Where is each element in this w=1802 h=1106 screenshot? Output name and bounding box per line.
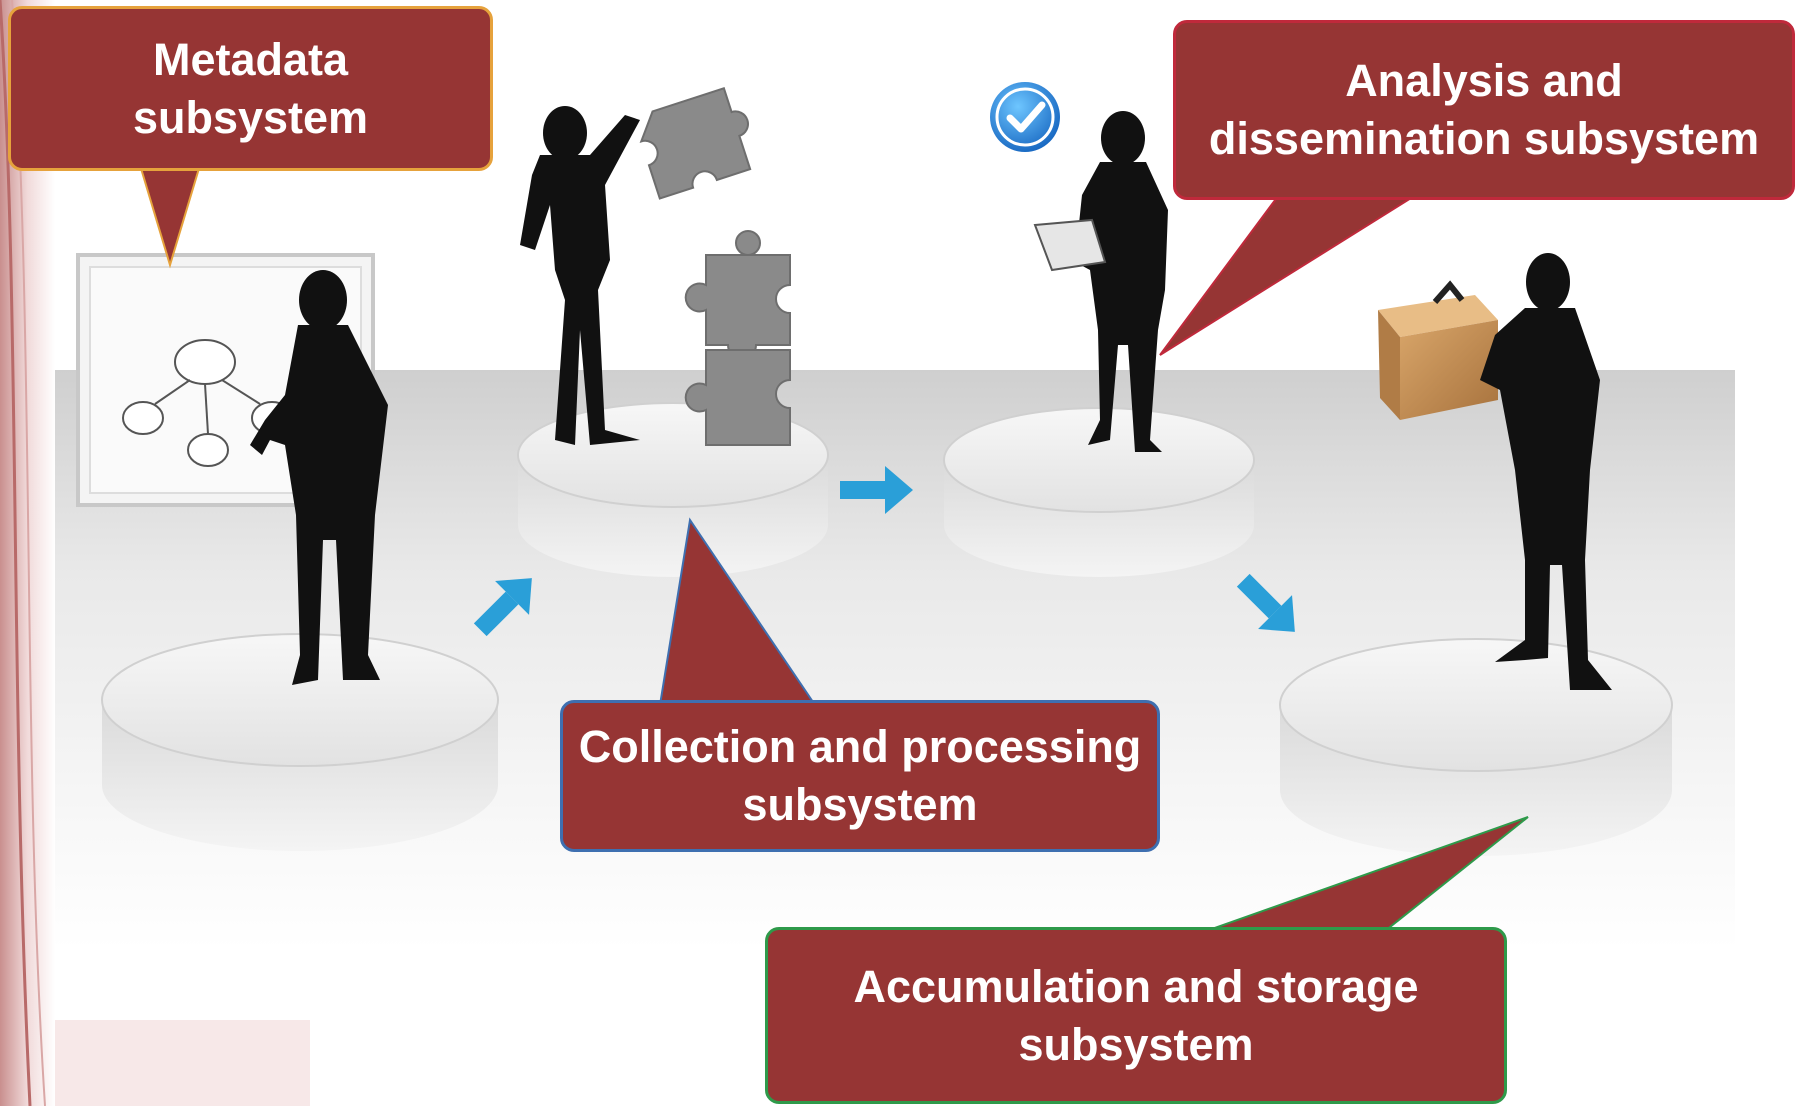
metadata-callout-line2: subsystem bbox=[132, 91, 369, 143]
accumulation-callout-line2: subsystem bbox=[1018, 1018, 1254, 1070]
puzzle-builder-silhouette bbox=[520, 106, 640, 445]
box-carrier-silhouette bbox=[1480, 253, 1612, 690]
accumulation-callout: Accumulation and storage subsystem bbox=[765, 927, 1507, 1104]
presenter-silhouette bbox=[250, 270, 388, 685]
analysis-callout: Analysis and dissemination subsystem bbox=[1173, 20, 1795, 200]
accumulation-callout-line1: Accumulation and storage bbox=[853, 960, 1419, 1012]
cardboard-box-icon bbox=[1378, 280, 1498, 420]
puzzle-piece-icon bbox=[639, 87, 752, 200]
flow-arrow-icon bbox=[840, 466, 913, 514]
reader-silhouette bbox=[1033, 111, 1168, 452]
platform-3 bbox=[943, 407, 1255, 577]
bottom-left-tint bbox=[55, 1020, 310, 1106]
metadata-callout-pointer bbox=[138, 164, 202, 269]
analysis-callout-line2: dissemination subsystem bbox=[1208, 113, 1760, 164]
analysis-callout-line1: Analysis and bbox=[1345, 55, 1623, 106]
collection-callout-line1: Collection and processing bbox=[578, 721, 1142, 772]
puzzle-piece-icon bbox=[684, 230, 791, 446]
metadata-callout: Metadata subsystem bbox=[8, 6, 493, 171]
collection-callout: Collection and processing subsystem bbox=[560, 700, 1160, 852]
checkmark-badge-icon bbox=[990, 82, 1060, 152]
platform-4 bbox=[1279, 638, 1673, 856]
flow-arrow-icon bbox=[473, 578, 532, 637]
collection-callout-line2: subsystem bbox=[742, 779, 978, 830]
flow-arrow-icon bbox=[1236, 573, 1295, 632]
metadata-callout-line1: Metadata bbox=[152, 33, 349, 85]
